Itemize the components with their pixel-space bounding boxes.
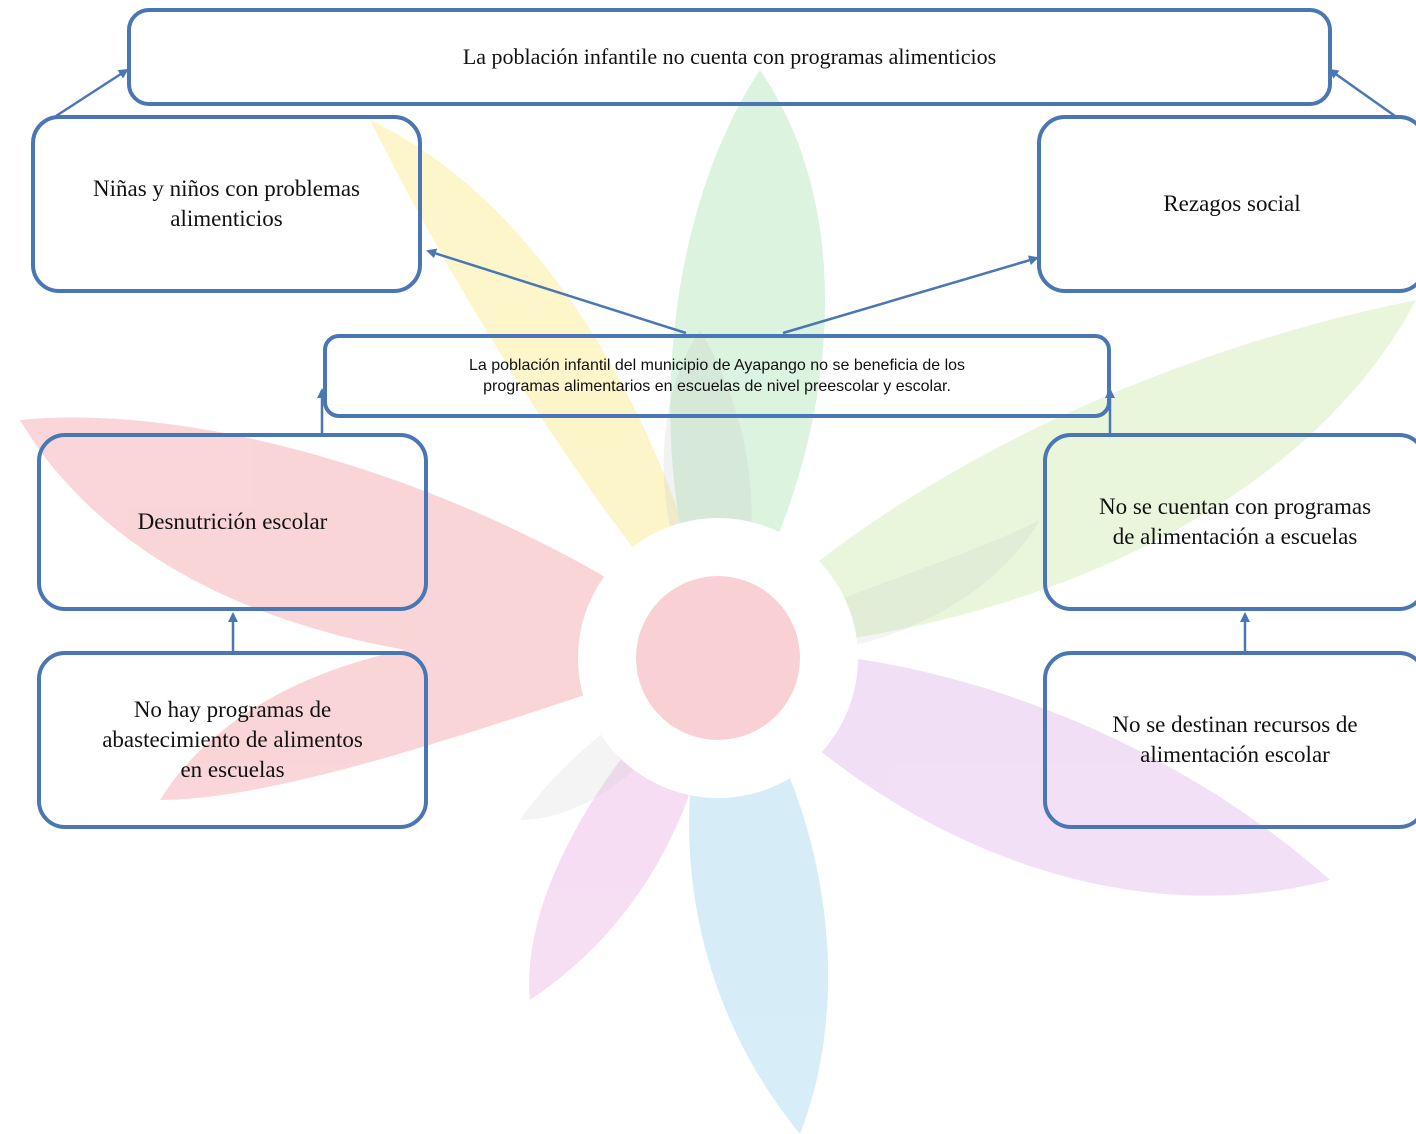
cause-right-text: No se cuentan con programas de alimentac…: [1098, 494, 1372, 549]
cause-left-box: Desnutrición escolar: [37, 433, 428, 611]
top-effect-text: La población infantile no cuenta con pro…: [462, 44, 997, 69]
central-problem-box: La población infantil del municipio de A…: [323, 334, 1111, 418]
effect-right-box: Rezagos social: [1037, 115, 1416, 293]
root-cause-left-box: No hay programas de abastecimiento de al…: [37, 651, 428, 829]
effect-left-box: Niñas y niños con problemas alimenticios: [31, 115, 422, 293]
cause-right-box: No se cuentan con programas de alimentac…: [1043, 433, 1416, 611]
cause-left-text: Desnutrición escolar: [137, 509, 328, 534]
root-cause-right-text: No se destinan recursos de alimentación …: [1112, 712, 1358, 767]
root-cause-left-text: No hay programas de abastecimiento de al…: [102, 697, 363, 782]
root-cause-right-box: No se destinan recursos de alimentación …: [1043, 651, 1416, 829]
top-effect-box: La población infantile no cuenta con pro…: [127, 8, 1332, 106]
central-problem-text: La población infantil del municipio de A…: [468, 357, 966, 395]
effect-left-text: Niñas y niños con problemas alimenticios: [92, 176, 360, 231]
effect-right-text: Rezagos social: [1163, 191, 1301, 216]
